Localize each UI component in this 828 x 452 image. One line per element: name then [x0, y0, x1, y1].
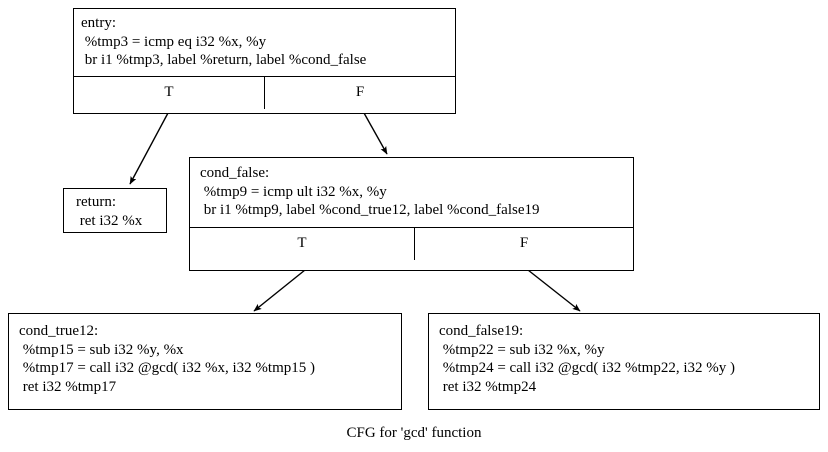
node-cond-false-port-false[interactable]: F: [519, 235, 529, 251]
node-entry[interactable]: entry: %tmp3 = icmp eq i32 %x, %y br i1 …: [73, 8, 456, 114]
node-cond-true12-body: cond_true12: %tmp15 = sub i32 %y, %x %tm…: [9, 314, 401, 403]
graph-caption: CFG for 'gcd' function: [346, 425, 482, 441]
node-entry-body: entry: %tmp3 = icmp eq i32 %x, %y br i1 …: [74, 9, 455, 76]
edge-entry-T-to-return: [129, 112, 169, 185]
node-cond-false19[interactable]: cond_false19: %tmp22 = sub i32 %x, %y %t…: [428, 313, 820, 410]
node-cond-true12-line-2: %tmp17 = call i32 @gcd( i32 %x, i32 %tmp…: [19, 360, 315, 376]
node-cond-true12-line-0: cond_true12:: [19, 323, 99, 339]
node-cond-false19-line-3: ret i32 %tmp24: [439, 378, 537, 395]
node-return[interactable]: return: ret i32 %x: [63, 188, 167, 233]
edge-cond-false-F-to-cond-false19: [527, 269, 581, 312]
node-cond-true12-line-1: %tmp15 = sub i32 %y, %x: [19, 341, 184, 358]
node-cond-false-body: cond_false: %tmp9 = icmp ult i32 %x, %y …: [190, 158, 633, 227]
node-entry-line-1: %tmp3 = icmp eq i32 %x, %y: [81, 33, 267, 50]
node-entry-line-2: br i1 %tmp3, label %return, label %cond_…: [81, 52, 367, 68]
node-entry-ports: T F: [74, 75, 455, 109]
node-cond-false-line-0: cond_false:: [200, 165, 270, 181]
node-cond-false19-line-0: cond_false19:: [439, 323, 524, 339]
node-cond-false19-line-1: %tmp22 = sub i32 %x, %y: [439, 341, 605, 358]
node-return-line-1: ret i32 %x: [76, 212, 143, 229]
node-cond-false[interactable]: cond_false: %tmp9 = icmp ult i32 %x, %y …: [189, 157, 634, 271]
node-return-body: return: ret i32 %x: [64, 189, 166, 234]
node-cond-false-ports: T F: [190, 226, 633, 260]
node-cond-false-port-true[interactable]: T: [190, 227, 415, 260]
node-entry-port-false[interactable]: F: [355, 84, 365, 100]
node-cond-false19-body: cond_false19: %tmp22 = sub i32 %x, %y %t…: [429, 314, 819, 403]
node-cond-false-line-1: %tmp9 = icmp ult i32 %x, %y: [200, 183, 387, 200]
node-cond-false-line-2: br i1 %tmp9, label %cond_true12, label %…: [200, 202, 540, 218]
node-entry-line-0: entry:: [81, 15, 116, 31]
node-return-line-0: return:: [76, 194, 116, 210]
node-entry-port-true[interactable]: T: [74, 76, 265, 109]
node-cond-true12[interactable]: cond_true12: %tmp15 = sub i32 %y, %x %tm…: [8, 313, 402, 410]
edge-cond-false-T-to-cond-true12: [253, 269, 306, 312]
node-cond-false19-line-2: %tmp24 = call i32 @gcd( i32 %tmp22, i32 …: [439, 360, 735, 376]
edge-entry-F-to-cond-false: [363, 112, 388, 155]
node-cond-true12-line-3: ret i32 %tmp17: [19, 378, 117, 395]
